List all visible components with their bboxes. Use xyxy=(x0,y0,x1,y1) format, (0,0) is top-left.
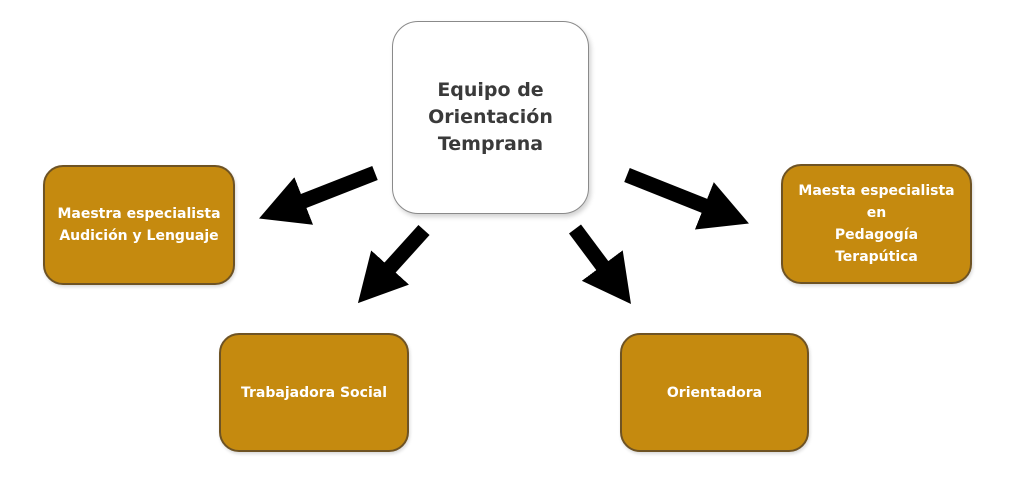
arrow-to-pedagogia xyxy=(624,168,749,230)
role-node-trabajadora-social: Trabajadora Social xyxy=(219,333,409,452)
center-node-equipo: Equipo de Orientación Temprana xyxy=(392,21,589,214)
role-node-label: Orientadora xyxy=(666,384,763,401)
arrow-to-trabajadora xyxy=(357,224,430,304)
role-node-label: Maesta especialista en Pedagogía Terapút… xyxy=(798,183,955,265)
role-node-label: Trabajadora Social xyxy=(241,384,387,401)
role-node-pedagogia-terapeutica: Maesta especialista en Pedagogía Terapút… xyxy=(781,164,972,284)
center-node-label: Equipo de Orientación Temprana xyxy=(428,79,553,155)
role-node-label: Maestra especialista Audición y Lenguaje xyxy=(57,206,221,244)
arrow-to-audicion xyxy=(259,166,378,225)
role-node-audicion-lenguaje: Maestra especialista Audición y Lenguaje xyxy=(43,165,235,285)
role-node-orientadora: Orientadora xyxy=(620,333,809,452)
arrow-to-orientadora xyxy=(568,224,631,305)
